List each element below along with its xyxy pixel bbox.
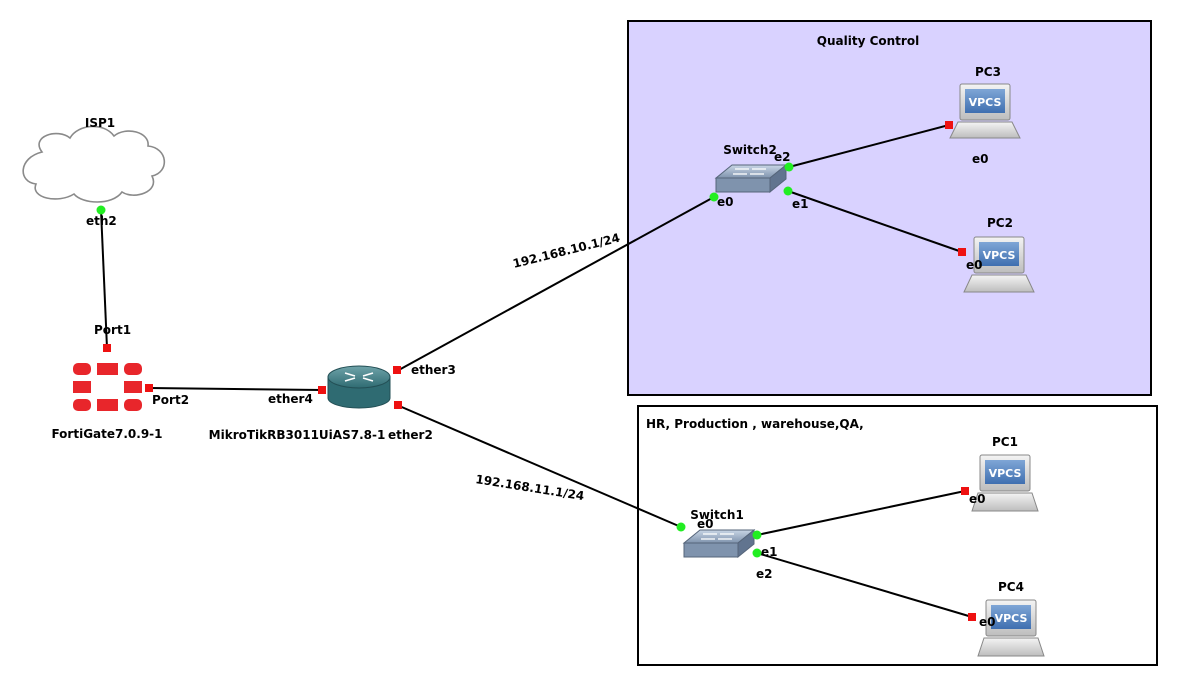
port-sw1-e1-indicator bbox=[752, 530, 762, 540]
vpcs-computer-icon: VPCS bbox=[949, 83, 1021, 139]
port-pc3-e0-indicator bbox=[945, 121, 953, 129]
switch1-label: Switch1 bbox=[690, 508, 744, 522]
port-fg-port2-label: Port2 bbox=[152, 393, 189, 407]
port-sw2-e1-indicator bbox=[783, 186, 793, 196]
port-pc2-e0-label: e0 bbox=[966, 258, 983, 272]
pc-pc2[interactable]: VPCS PC2 bbox=[963, 216, 1035, 293]
isp1-label: ISP1 bbox=[85, 116, 115, 130]
pc2-badge: VPCS bbox=[983, 249, 1016, 262]
pc1-badge: VPCS bbox=[989, 467, 1022, 480]
fortigate-label: FortiGate7.0.9-1 bbox=[51, 427, 162, 441]
pc2-label: PC2 bbox=[987, 216, 1013, 230]
link-switch2-pc2[interactable] bbox=[787, 190, 963, 253]
port-sw2-e2-indicator bbox=[784, 162, 794, 172]
pc4-label: PC4 bbox=[998, 580, 1024, 594]
ether3-ip-label: 192.168.10.1/24 bbox=[511, 231, 621, 271]
port-fg-port1-label: Port1 bbox=[94, 323, 131, 337]
link-mikrotik-switch1[interactable] bbox=[396, 404, 682, 528]
ether2-ip-label: 192.168.11.1/24 bbox=[475, 472, 586, 503]
pc-pc4[interactable]: VPCS PC4 bbox=[977, 580, 1045, 657]
router-icon bbox=[327, 365, 391, 409]
port-isp-eth2-label: eth2 bbox=[86, 214, 117, 228]
port-sw1-e0-label: e0 bbox=[697, 517, 714, 531]
port-mt-ether2-label: ether2 bbox=[388, 428, 433, 442]
port-pc1-e0-label: e0 bbox=[969, 492, 986, 506]
port-mt-ether2-indicator bbox=[394, 401, 402, 409]
mikrotik-label: MikroTikRB3011UiAS7.8-1 bbox=[209, 428, 386, 442]
pc3-label: PC3 bbox=[975, 65, 1001, 79]
port-sw2-e1-label: e1 bbox=[792, 197, 809, 211]
port-pc4-e0-label: e0 bbox=[979, 615, 996, 629]
link-fortigate-mikrotik[interactable] bbox=[148, 387, 323, 391]
port-mt-ether3-label: ether3 bbox=[411, 363, 456, 377]
port-sw1-e1-label: e1 bbox=[761, 545, 778, 559]
port-pc2-e0-indicator bbox=[958, 248, 966, 256]
link-switch2-pc3[interactable] bbox=[788, 124, 950, 168]
switch-switch2[interactable]: Switch2 bbox=[714, 143, 788, 194]
pc-pc1[interactable]: VPCS PC1 bbox=[971, 435, 1039, 512]
cloud-isp1[interactable]: ISP1 bbox=[22, 116, 166, 203]
port-sw2-e2-label: e2 bbox=[774, 150, 791, 164]
port-sw1-e0-indicator bbox=[676, 522, 686, 532]
cloud-icon bbox=[22, 125, 166, 203]
port-mt-ether3-indicator bbox=[393, 366, 401, 374]
link-switch1-pc4[interactable] bbox=[756, 552, 973, 618]
router-mikrotik[interactable]: MikroTikRB3011UiAS7.8-1 bbox=[209, 365, 391, 442]
port-pc3-e0-label: e0 bbox=[972, 152, 989, 166]
port-sw1-e2-label: e2 bbox=[756, 567, 773, 581]
port-mt-ether4-label: ether4 bbox=[268, 392, 313, 406]
port-sw1-e2-indicator bbox=[752, 548, 762, 558]
switch2-label: Switch2 bbox=[723, 143, 777, 157]
switch-icon bbox=[714, 163, 788, 194]
switch-icon bbox=[682, 528, 756, 559]
pc1-label: PC1 bbox=[992, 435, 1018, 449]
firewall-fortigate[interactable]: FortiGate7.0.9-1 bbox=[51, 363, 163, 441]
link-mikrotik-switch2[interactable] bbox=[396, 196, 715, 372]
port-mt-ether4-indicator bbox=[318, 386, 326, 394]
vpcs-computer-icon: VPCS bbox=[963, 236, 1035, 293]
pc4-badge: VPCS bbox=[995, 612, 1028, 625]
port-indicators bbox=[96, 121, 976, 621]
vpcs-computer-icon: VPCS bbox=[971, 454, 1039, 512]
pc3-badge: VPCS bbox=[969, 96, 1002, 109]
port-sw2-e0-label: e0 bbox=[717, 195, 734, 209]
switch-switch1[interactable]: Switch1 bbox=[682, 508, 756, 559]
pc-pc3[interactable]: VPCS PC3 bbox=[949, 65, 1021, 139]
port-labels: eth2 Port1 Port2 ether4 ether3 ether2 e0… bbox=[86, 150, 996, 629]
fortinet-logo-icon bbox=[73, 363, 142, 411]
vpcs-computer-icon: VPCS bbox=[977, 599, 1045, 657]
area-quality-control[interactable]: Quality Control bbox=[627, 20, 1152, 396]
port-pc4-e0-indicator bbox=[968, 613, 976, 621]
area-hr-title: HR, Production , warehouse,QA, bbox=[646, 417, 864, 431]
link-isp-fortigate[interactable] bbox=[100, 209, 108, 349]
area-qc-title: Quality Control bbox=[817, 34, 919, 48]
port-sw2-e0-indicator bbox=[709, 192, 719, 202]
port-isp-eth2-indicator bbox=[96, 205, 106, 215]
port-fg-port1-indicator bbox=[103, 344, 111, 352]
link-switch1-pc1[interactable] bbox=[756, 490, 966, 536]
port-fg-port2-indicator bbox=[145, 384, 153, 392]
port-pc1-e0-indicator bbox=[961, 487, 969, 495]
